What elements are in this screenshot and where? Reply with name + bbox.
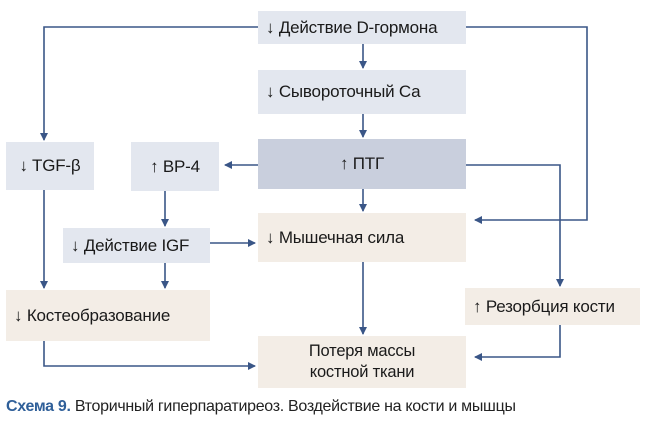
box-bp4: ↑ BP-4 (131, 142, 219, 191)
box-d-hormone: ↓ Действие D-гормона (258, 11, 466, 44)
box-serum-ca-label: ↓ Сывороточный Са (266, 82, 421, 101)
box-resorption: ↑ Резорбция кости (465, 288, 640, 325)
box-osteo-label: ↓ Костеобразование (14, 305, 171, 325)
box-igf-label: ↓ Действие IGF (71, 235, 190, 255)
arrow-dhormone-to-tgf (40, 26, 258, 141)
box-d-hormone-label: ↓ Действие D-гормона (266, 17, 438, 37)
box-resorption-label: ↑ Резорбция кости (473, 296, 615, 316)
arrow-resorption-to-boneloss (474, 325, 561, 361)
arrow-osteo-to-boneloss (43, 341, 256, 370)
arrow-pth-to-resorption (466, 164, 564, 287)
arrow-dhormone-to-muscle (466, 26, 588, 224)
box-bone-loss: Потеря массы костной ткани (258, 336, 466, 388)
box-bp4-label: ↑ BP-4 (150, 156, 200, 176)
box-osteo: ↓ Костеобразование (6, 290, 210, 341)
caption-label: Схема 9. (6, 398, 71, 415)
box-tgf: ↓ TGF-β (6, 142, 94, 190)
box-tgf-label: ↓ TGF-β (19, 156, 81, 175)
box-pth-label: ↑ ПТГ (339, 154, 385, 173)
box-pth: ↑ ПТГ (258, 139, 466, 189)
box-bone-loss-line2: костной ткани (309, 363, 415, 381)
box-bone-loss-line1: Потеря массы (308, 342, 416, 360)
figure-caption: Схема 9. Вторичный гиперпаратиреоз. Возд… (6, 398, 516, 416)
box-serum-ca: ↓ Сывороточный Са (258, 70, 466, 114)
caption-text: Вторичный гиперпаратиреоз. Воздействие н… (74, 398, 516, 415)
box-muscle-label: ↓ Мышечная сила (266, 227, 405, 247)
box-igf: ↓ Действие IGF (63, 228, 210, 263)
box-muscle: ↓ Мышечная сила (258, 213, 466, 262)
